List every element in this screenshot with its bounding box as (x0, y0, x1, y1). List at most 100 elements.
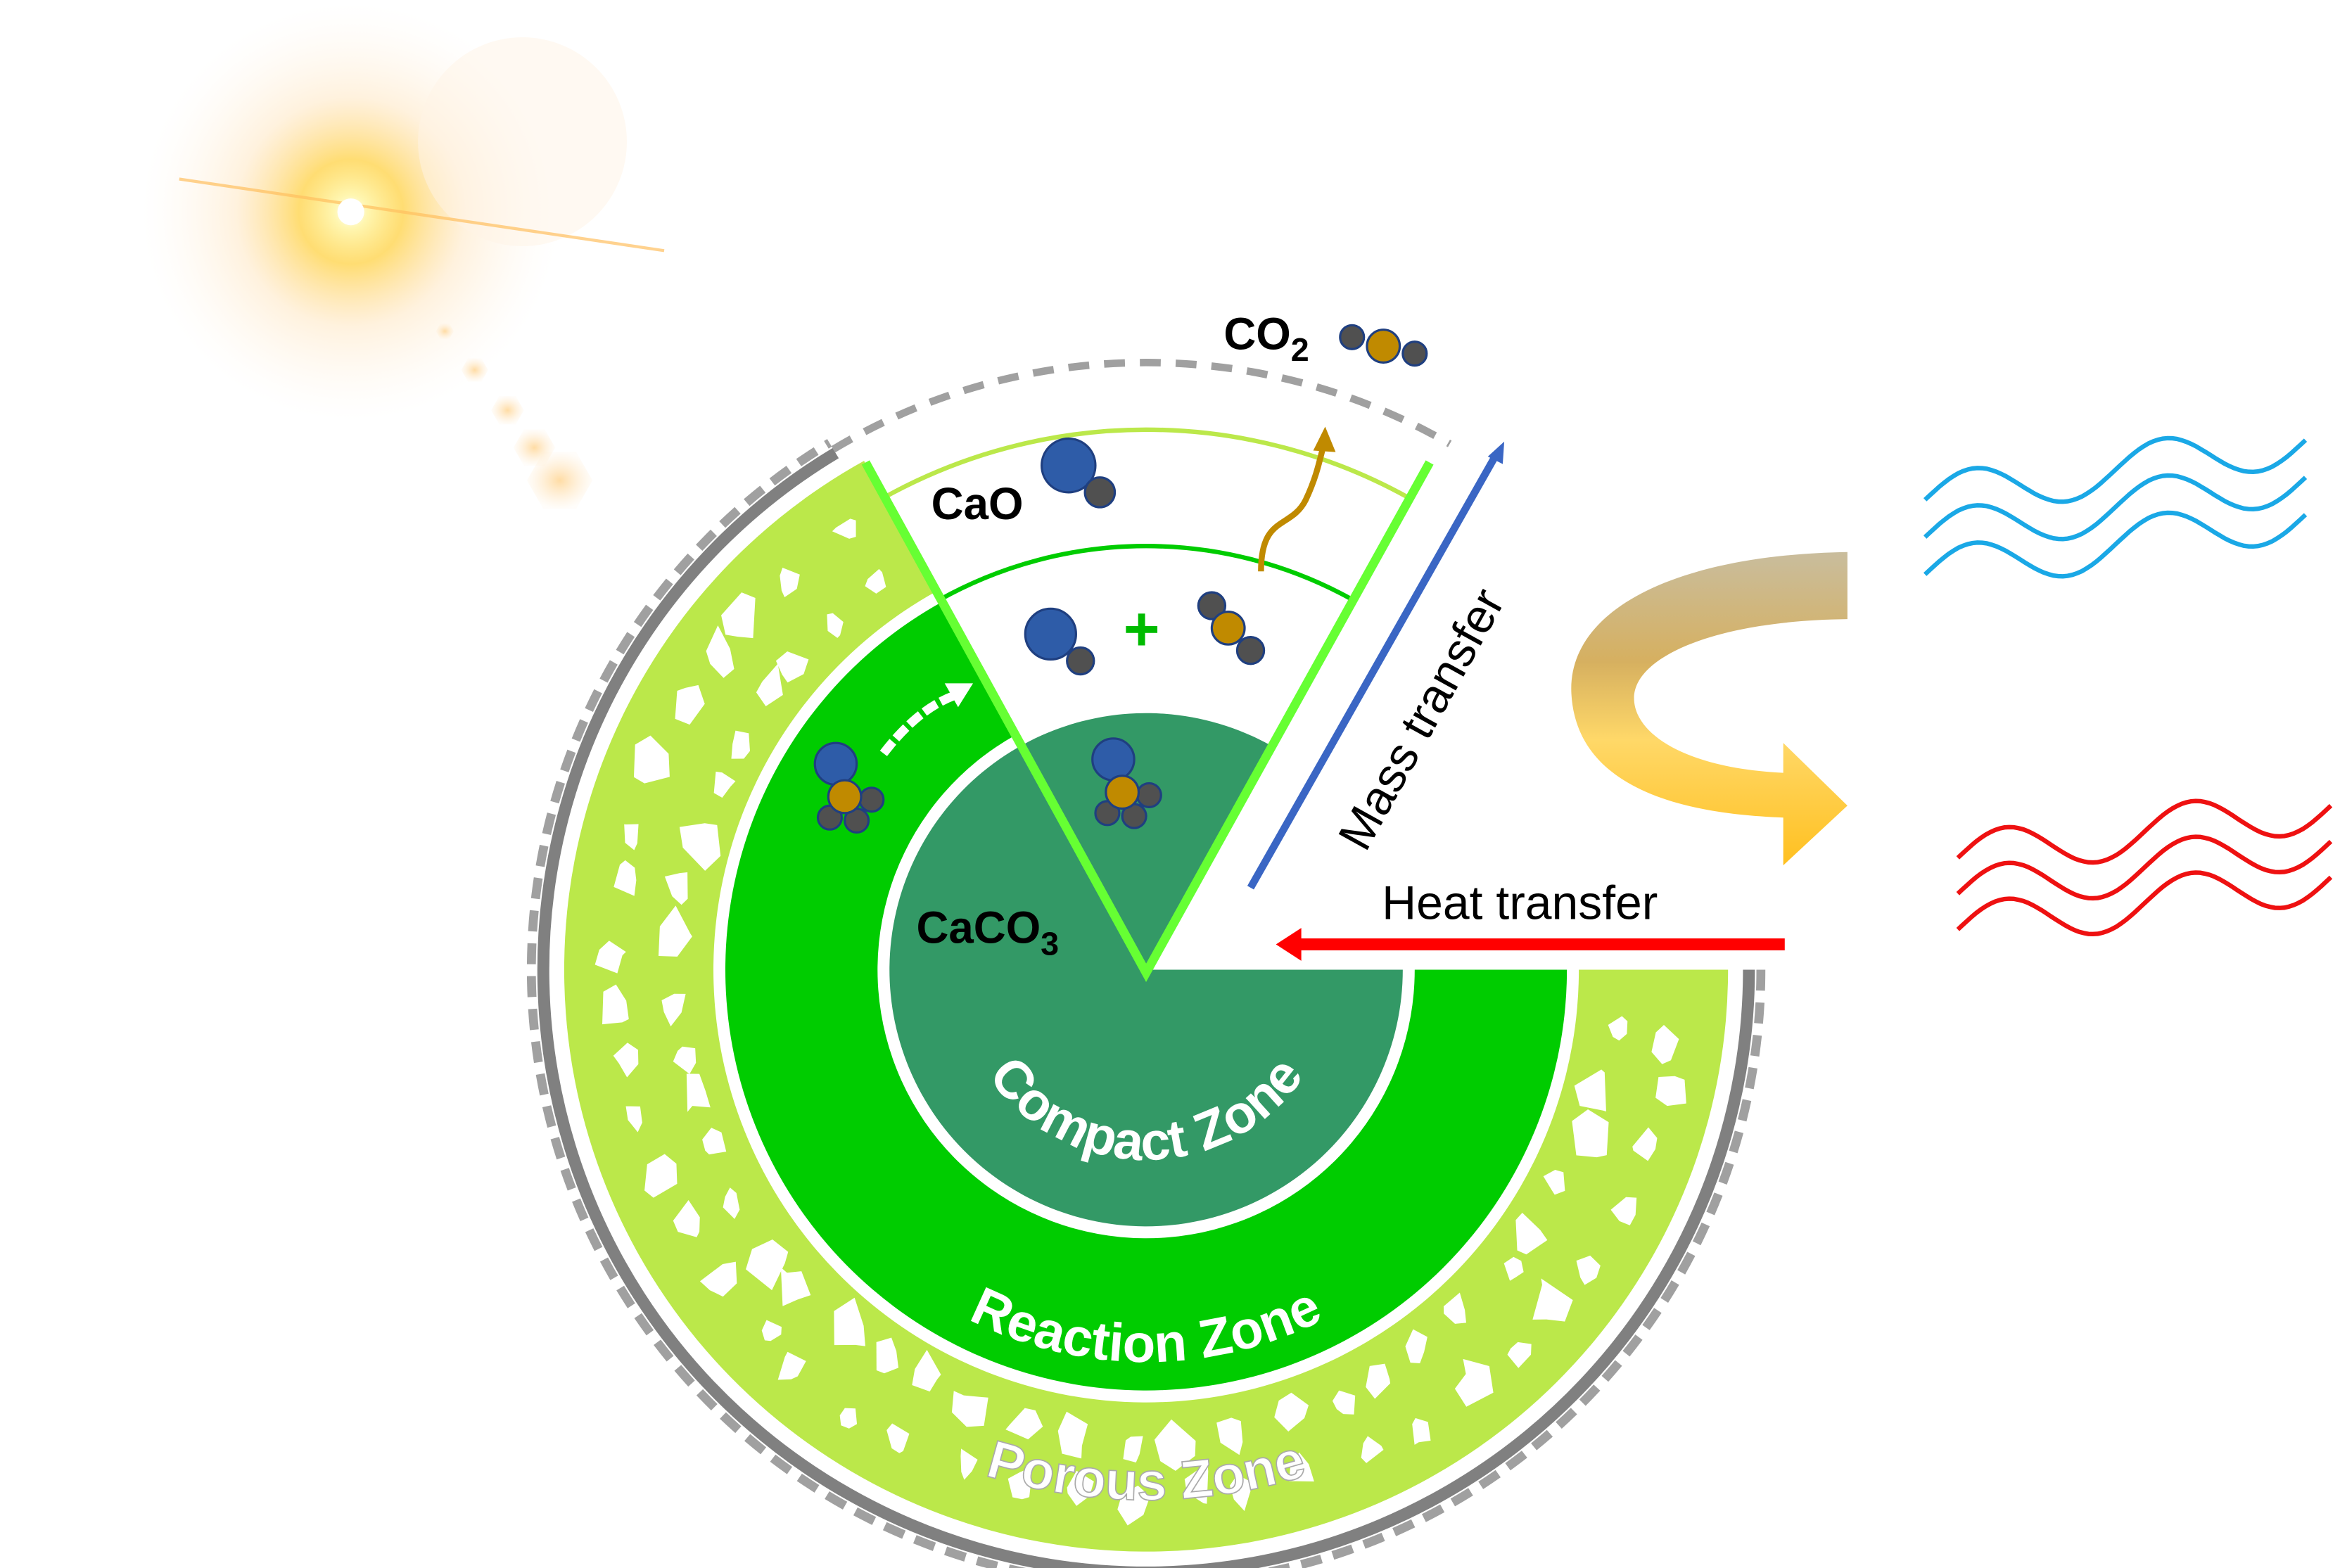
oxygen-atom (1083, 476, 1117, 509)
co2-release-arrow-head (1313, 426, 1336, 452)
cao-label: CaO (931, 479, 1024, 529)
pore-fragment (1507, 1341, 1532, 1368)
reaction-front-arc (939, 544, 1353, 601)
calcium-atom (1041, 437, 1097, 494)
pore-fragment (1543, 1169, 1565, 1195)
pore-fragment (661, 993, 686, 1027)
oxygen-atom (1339, 324, 1366, 350)
pore-fragment (951, 1391, 988, 1427)
oxygen-atom (1197, 591, 1227, 620)
pore-fragment (1289, 1452, 1314, 1481)
cold-wave-line (1923, 473, 2308, 542)
pore-fragment (624, 824, 639, 850)
pore-fragment (780, 1267, 811, 1306)
shell-dashed-arc (831, 359, 1452, 453)
pore-fragment (1230, 1474, 1254, 1511)
pore-fragment (1332, 1390, 1356, 1415)
hot-wave-line (1956, 870, 2333, 937)
oxygen-atom (1136, 782, 1162, 808)
carbon-atom (1105, 775, 1140, 810)
pore-fragment (1184, 1462, 1209, 1504)
pore-fragment (1007, 1466, 1033, 1500)
pore-fragment (1610, 1197, 1637, 1225)
caco3-label: CaCO3 (916, 903, 1059, 962)
pore-fragment (827, 613, 844, 638)
outer-shell (537, 447, 1755, 1568)
pore-fragment (780, 567, 800, 597)
pore-fragment (761, 1320, 782, 1341)
pore-fragment (1574, 1069, 1606, 1112)
pore-fragment (1366, 1363, 1391, 1399)
pore-fragment (834, 1297, 865, 1346)
pores (594, 518, 1686, 1526)
pore-fragment (721, 592, 756, 639)
pore-fragment (673, 1046, 697, 1074)
pore-fragment (1608, 1016, 1628, 1041)
pore-fragment (731, 730, 750, 759)
wedge-outline (861, 460, 1434, 982)
pore-fragment (960, 1448, 978, 1480)
pore-fragment (1216, 1417, 1243, 1455)
pore-fragment (1651, 1025, 1679, 1064)
carbon-atom (1366, 329, 1401, 364)
outer-shell-dashed (526, 439, 1766, 1568)
heat-cycle-arrow (1571, 552, 1848, 866)
pore-fragment (602, 984, 629, 1025)
pore-fragment (613, 1043, 639, 1078)
heat-transfer-label: Heat transfer (1382, 877, 1658, 929)
reaction-zone (725, 601, 1568, 1391)
pore-fragment (839, 1408, 858, 1429)
pore-fragment (713, 771, 736, 798)
pore-fragment (633, 735, 670, 784)
pore-fragment (706, 625, 735, 678)
cold-wave-line (1923, 510, 2308, 579)
diffusion-arrow (879, 691, 957, 756)
pore-fragment (673, 1200, 700, 1237)
pore-fragment (1117, 1485, 1150, 1526)
pore-fragment (912, 1349, 941, 1392)
pore-fragment (775, 651, 809, 683)
pore-fragment (1454, 1358, 1494, 1407)
pore-fragment (686, 1073, 711, 1112)
particle-rings (526, 359, 1766, 1568)
oxygen-atom (858, 786, 885, 813)
pore-fragment (1632, 1127, 1658, 1161)
pore-fragment (1057, 1411, 1088, 1459)
pore-fragment (1515, 1213, 1548, 1255)
lens-flare-icon (461, 358, 488, 382)
pore-fragment (832, 518, 856, 539)
pore-fragment (1154, 1419, 1196, 1471)
mass-transfer-arrow (1247, 452, 1501, 890)
pore-fragment (625, 1106, 642, 1133)
pore-fragment (675, 684, 705, 725)
calcium-atom (1091, 737, 1136, 782)
pore-fragment (1503, 1256, 1524, 1281)
pore-fragment (1405, 1329, 1427, 1364)
pore-fragment (777, 1351, 806, 1380)
pore-fragment (1576, 1255, 1601, 1285)
sun-icon (141, 3, 665, 509)
pore-fragment (865, 568, 886, 594)
hot-wave-line (1956, 834, 2333, 901)
pore-fragment (644, 1154, 678, 1198)
pore-fragment (1532, 1278, 1573, 1322)
pore-fragment (746, 1239, 789, 1291)
hot-wave-line (1956, 798, 2333, 865)
pore-fragment (613, 860, 637, 896)
pore-fragment (1572, 1109, 1609, 1158)
lens-flare-icon (435, 323, 454, 339)
pore-fragment (1361, 1436, 1384, 1463)
co2-release-arrow (1258, 443, 1327, 572)
pore-fragment (1274, 1392, 1309, 1432)
pore-fragment (723, 1187, 740, 1219)
pore-fragment (886, 1423, 910, 1453)
mass-transfer-label: Mass transfer (1328, 580, 1515, 859)
cold-wave-line (1923, 435, 2308, 504)
calcium-atom (1024, 607, 1077, 661)
calcium-atom (813, 741, 858, 786)
pore-fragment (1443, 1292, 1466, 1324)
mass-transfer-arrow-head (1487, 441, 1505, 464)
oxygen-atom (1066, 646, 1095, 676)
pore-fragment (1412, 1417, 1431, 1445)
